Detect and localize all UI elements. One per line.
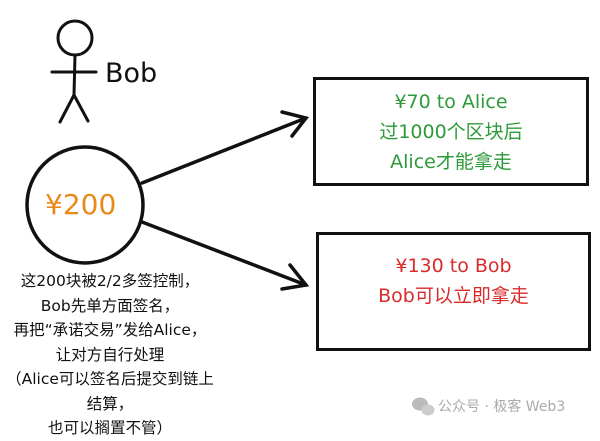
coin-amount: ¥200 [45, 188, 117, 221]
arrow-to-bob [140, 220, 310, 291]
bob-output-box: ¥130 to Bob Bob可以立即拿走 [316, 232, 591, 351]
diagram-drawing [25, 19, 435, 416]
note-line: Bob先单方面签名， [40, 296, 180, 315]
explanation-note: 这200块被2/2多签控制， Bob先单方面签名， 再把“承诺交易”发给Alic… [0, 269, 220, 441]
alice-output-box: ¥70 to Alice 过1000个区块后 Alice才能拿走 [313, 77, 589, 186]
arrow-to-alice [140, 110, 310, 185]
note-line: 让对方自行处理 [55, 345, 165, 364]
box-line: ¥70 to Alice [394, 90, 508, 113]
watermark: 公众号 · 极客 Web3 [438, 399, 566, 415]
person-name: Bob [105, 58, 158, 89]
box-line: 过1000个区块后 [379, 120, 523, 143]
box-line: Alice才能拿走 [390, 150, 512, 173]
note-line: （Alice可以签名后提交到链上结算， [6, 370, 214, 413]
box-line: Bob可以立即拿走 [378, 285, 529, 307]
note-line: 这200块被2/2多签控制， [20, 272, 200, 290]
coin-circle [25, 145, 145, 265]
box-line: ¥130 to Bob [395, 255, 512, 277]
stick-figure-icon [50, 19, 98, 124]
wechat-icon [412, 397, 435, 416]
note-line: 再把“承诺交易”发给Alice， [13, 321, 207, 339]
note-line: 也可以搁置不管） [47, 419, 172, 437]
